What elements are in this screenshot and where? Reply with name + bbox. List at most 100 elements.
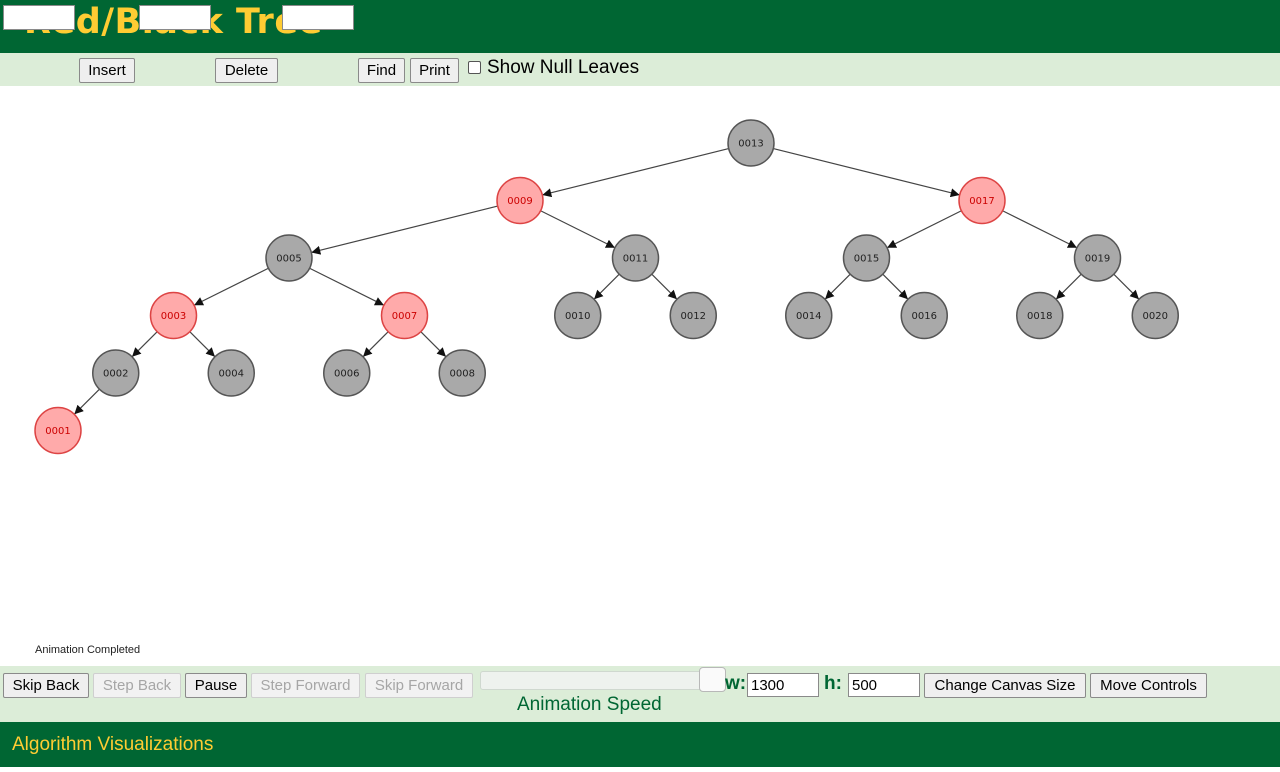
pause-button[interactable]: Pause — [185, 673, 247, 698]
find-input[interactable] — [282, 5, 354, 30]
tree-edge-0017-0019 — [1002, 210, 1078, 249]
delete-input[interactable] — [139, 5, 211, 30]
tree-node-label: 0011 — [623, 254, 648, 265]
tree-node-circle — [496, 176, 544, 225]
tree-node-label: 0015 — [854, 254, 879, 265]
tree-edge-0009-0011 — [540, 210, 616, 249]
tree-node-circle — [207, 349, 255, 397]
tree-node-label: 0007 — [392, 311, 417, 322]
tree-node-label: 0005 — [276, 254, 301, 265]
tree-edge-0003-0004 — [189, 331, 216, 358]
tree-edges — [73, 147, 1140, 415]
tree-edge-0009-0005 — [311, 205, 498, 255]
tree-node-circle — [611, 234, 660, 282]
tree-node-0001: 0001 — [34, 406, 82, 455]
tree-node-circle — [900, 291, 948, 340]
show-null-leaves-label: Show Null Leaves — [487, 57, 640, 78]
tree-edge-0005-0007 — [309, 267, 385, 306]
tree-node-circle — [380, 291, 429, 340]
tree-edge-0007-0006 — [362, 331, 389, 358]
tree-edge-0019-0020 — [1113, 273, 1140, 300]
tree-node-circle — [92, 349, 140, 397]
tree-node-0017: 0017 — [958, 176, 1006, 225]
show-null-leaves-checkbox[interactable] — [468, 61, 481, 74]
tree-node-circle — [958, 176, 1006, 225]
tree-node-0008: 0008 — [438, 349, 486, 397]
animation-speed-handle[interactable] — [699, 667, 726, 692]
step-back-button[interactable]: Step Back — [93, 673, 181, 698]
tree-edge-0005-0003 — [193, 267, 269, 306]
tree-node-0018: 0018 — [1016, 291, 1064, 340]
tree-node-label: 0001 — [45, 426, 70, 437]
footer-bar — [0, 722, 1280, 767]
tree-node-circle — [323, 349, 371, 397]
tree-edge-0013-0017 — [773, 147, 960, 198]
tree-node-label: 0018 — [1027, 311, 1052, 322]
tree-node-circle — [842, 234, 891, 282]
tree-edge-0003-0002 — [131, 331, 158, 358]
tree-node-0013: 0013 — [727, 119, 775, 167]
tree-edge-0002-0001 — [73, 388, 100, 415]
tree-node-circle — [1073, 234, 1122, 282]
tree-node-circle — [1131, 291, 1179, 340]
tree-node-circle — [727, 119, 775, 167]
tree-node-label: 0012 — [681, 311, 706, 322]
tree-node-0019: 0019 — [1073, 234, 1122, 282]
skip-forward-button[interactable]: Skip Forward — [365, 673, 473, 698]
tree-edge-0013-0009 — [542, 147, 729, 198]
tree-node-label: 0013 — [738, 139, 763, 150]
tree-edge-0017-0015 — [886, 210, 962, 249]
tree-node-0009: 0009 — [496, 176, 544, 225]
delete-button[interactable]: Delete — [215, 58, 278, 83]
tree-node-label: 0019 — [1085, 254, 1110, 265]
insert-input[interactable] — [3, 5, 75, 30]
tree-nodes: 0013 0009 0017 0005 0011 0015 0019 0003 0007 0010… — [34, 119, 1179, 455]
tree-node-circle — [265, 234, 313, 282]
tree-node-label: 0004 — [219, 369, 244, 380]
tree-node-circle — [34, 406, 82, 455]
tree-node-label: 0014 — [796, 311, 821, 322]
change-canvas-size-button[interactable]: Change Canvas Size — [924, 673, 1086, 698]
tree-node-0002: 0002 — [92, 349, 140, 397]
tree-node-label: 0003 — [161, 311, 186, 322]
tree-node-0012: 0012 — [669, 291, 717, 340]
header-bar — [0, 0, 1280, 53]
tree-node-label: 0008 — [450, 369, 475, 380]
tree-node-label: 0016 — [912, 311, 937, 322]
tree-node-0015: 0015 — [842, 234, 891, 282]
tree-node-0020: 0020 — [1131, 291, 1179, 340]
tree-node-0011: 0011 — [611, 234, 660, 282]
step-forward-button[interactable]: Step Forward — [251, 673, 360, 698]
tree-edge-0007-0008 — [420, 331, 447, 358]
canvas-height-input[interactable] — [848, 673, 920, 697]
tree-node-label: 0006 — [334, 369, 359, 380]
print-button[interactable]: Print — [410, 58, 459, 83]
tree-node-circle — [669, 291, 717, 340]
tree-node-0003: 0003 — [149, 291, 198, 340]
skip-back-button[interactable]: Skip Back — [3, 673, 89, 698]
tree-node-label: 0002 — [103, 369, 128, 380]
tree-edge-0015-0014 — [824, 273, 851, 300]
status-message: Animation Completed — [35, 644, 141, 656]
find-button[interactable]: Find — [358, 58, 405, 83]
animation-speed-slider[interactable] — [480, 671, 720, 690]
tree-node-circle — [554, 291, 602, 340]
tree-node-0007: 0007 — [380, 291, 429, 340]
canvas-width-input[interactable] — [747, 673, 819, 697]
footer-link[interactable]: Algorithm Visualizations — [12, 734, 214, 755]
tree-node-0004: 0004 — [207, 349, 255, 397]
tree-node-circle — [438, 349, 486, 397]
insert-button[interactable]: Insert — [79, 58, 135, 83]
tree-edge-0015-0016 — [882, 273, 909, 300]
move-controls-button[interactable]: Move Controls — [1090, 673, 1207, 698]
tree-node-label: 0009 — [507, 196, 532, 207]
tree-node-circle — [149, 291, 198, 340]
tree-node-0014: 0014 — [785, 291, 833, 340]
canvas-height-label: h: — [824, 673, 842, 694]
tree-node-circle — [785, 291, 833, 340]
tree-node-label: 0017 — [969, 196, 994, 207]
tree-canvas: 0013 0009 0017 0005 0011 0015 0019 0003 0007 0010… — [34, 119, 1179, 455]
tree-node-label: 0020 — [1143, 311, 1168, 322]
tree-node-label: 0010 — [565, 311, 590, 322]
tree-node-0006: 0006 — [323, 349, 371, 397]
